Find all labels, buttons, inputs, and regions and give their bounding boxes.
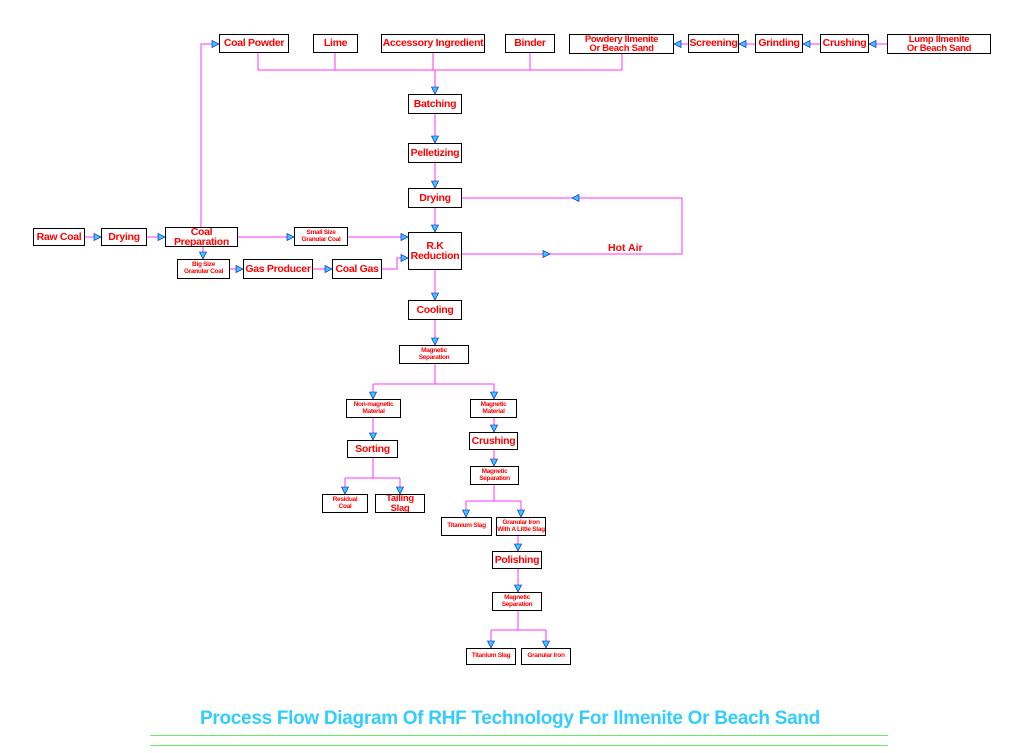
title-underline-bottom [150, 745, 888, 746]
arrowhead [542, 250, 551, 258]
node-pelletizing: Pelletizing [408, 143, 462, 163]
node-crushing-2: Crushing [469, 432, 518, 450]
arrowhead [514, 584, 522, 593]
arrowhead [802, 40, 811, 48]
node-big-size-coal: Big Size Granular Coal [177, 259, 230, 279]
node-crushing-top: Crushing [820, 34, 869, 53]
arrowhead [286, 233, 295, 241]
label-hot-air: Hot Air [608, 242, 643, 254]
diagram-title: Process Flow Diagram Of RHF Technology F… [200, 708, 820, 729]
arrowhead [431, 337, 439, 346]
node-small-size-coal: Small Size Granular Coal [294, 227, 348, 246]
arrowhead [369, 432, 377, 441]
node-tailing-slag: Tailing Slag [375, 494, 425, 513]
node-titanium-slag-1: Titanium Slag [441, 517, 492, 536]
connector-ingredient-bus [257, 53, 623, 71]
arrowhead [199, 251, 207, 260]
arrowhead [542, 640, 550, 649]
arrowhead [324, 265, 333, 273]
node-granular-iron: Granular Iron [521, 648, 571, 665]
node-coal-gas: Coal Gas [332, 259, 382, 279]
arrowhead [93, 233, 102, 241]
arrowhead [431, 292, 439, 301]
arrowhead [157, 233, 166, 241]
node-magnetic-material: Magnetic Material [470, 399, 517, 418]
arrowhead [369, 391, 377, 400]
node-coal-powder: Coal Powder [219, 34, 289, 53]
node-raw-coal: Raw Coal [33, 228, 85, 246]
arrowhead [235, 265, 244, 273]
arrowhead [400, 254, 409, 262]
arrowhead [517, 509, 525, 518]
title-underline-top [150, 735, 888, 736]
node-powdery-ilmenite: Powdery Ilmenite Or Beach Sand [569, 34, 674, 54]
node-coal-preparation: Coal Preparation [165, 227, 238, 247]
arrowhead [211, 40, 220, 48]
arrowhead [490, 391, 498, 400]
node-magnetic-separation-3: Magnetic Separation [492, 592, 542, 611]
node-polishing: Polishing [492, 551, 542, 569]
node-lime: Lime [313, 34, 358, 53]
arrowhead [396, 486, 404, 495]
arrowhead [487, 640, 495, 649]
arrowhead [431, 135, 439, 144]
node-grinding: Grinding [755, 34, 803, 53]
node-binder: Binder [505, 34, 555, 53]
node-magnetic-separation-1: Magnetic Separation [399, 345, 469, 364]
node-gas-producer: Gas Producer [243, 259, 313, 279]
arrowhead [868, 40, 877, 48]
connector-hotair-loop [462, 197, 683, 255]
arrowhead [431, 224, 439, 233]
arrowhead [490, 458, 498, 467]
node-batching: Batching [408, 94, 462, 114]
arrowhead [431, 180, 439, 189]
arrowhead [400, 233, 409, 241]
node-sorting: Sorting [347, 440, 398, 458]
arrowhead [341, 486, 349, 495]
arrowhead [490, 424, 498, 433]
node-screening: Screening [688, 34, 739, 53]
node-accessory-ingredient: Accessory Ingredient [381, 34, 485, 53]
node-rk-reduction: R.K Reduction [408, 232, 462, 270]
connector-coalprep-to-coalpowder [200, 43, 219, 227]
arrowhead [571, 194, 580, 202]
arrowhead [673, 40, 682, 48]
node-drying-coal: Drying [101, 228, 147, 246]
node-drying-main: Drying [408, 188, 462, 208]
arrowhead [462, 509, 470, 518]
node-non-magnetic-material: Non-magnetic Material [346, 399, 401, 418]
arrowhead [738, 40, 747, 48]
node-titanium-slag-2: Titanium Slag [466, 648, 516, 665]
arrowhead [514, 543, 522, 552]
node-magnetic-separation-2: Magnetic Separation [470, 466, 519, 485]
arrowhead [431, 86, 439, 95]
node-granular-iron-slag: Granular Iron With A Little Slag [496, 517, 546, 536]
node-lump-ilmenite: Lump Ilmenite Or Beach Sand [887, 34, 991, 54]
node-residual-coal: Residual Coal [322, 494, 368, 513]
node-cooling: Cooling [408, 300, 462, 320]
